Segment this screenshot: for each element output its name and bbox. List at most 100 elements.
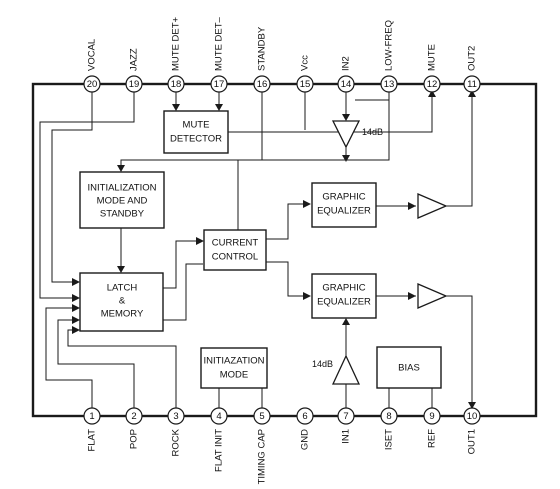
chip-outline [31, 82, 538, 418]
current-control-line1: CURRENT [212, 238, 259, 249]
pin-label: POP [129, 429, 140, 449]
mute-detector-line2: DETECTOR [170, 134, 222, 145]
latch-line3: MEMORY [101, 309, 144, 320]
latch-line1: LATCH [107, 283, 138, 294]
pin-number: 6 [302, 411, 307, 422]
pin-label: Vcc [300, 55, 311, 71]
pin-label: MUTE DET+ [171, 16, 182, 71]
pin-label: OUT1 [467, 429, 478, 454]
pin-label: IN1 [341, 429, 352, 444]
pin-number: 3 [173, 411, 178, 422]
pin-12: 12 MUTE [423, 44, 441, 93]
pin-circle [463, 75, 481, 93]
pin-number: 1 [89, 411, 94, 422]
pin-11: 11 OUT2 [463, 46, 481, 93]
pin-circle [423, 75, 441, 93]
init-standby-line3: STANDBY [100, 209, 145, 220]
geq-top-line1: GRAPHIC [322, 192, 365, 203]
current-control-block: CURRENT CONTROL [203, 229, 267, 271]
pin-label: IN2 [341, 56, 352, 71]
pin-circle [380, 75, 398, 93]
pin-number: 19 [129, 79, 140, 90]
amp-out1 [417, 283, 448, 309]
amp-out2 [417, 193, 448, 219]
mute-detector-block: MUTE DETECTOR [163, 110, 229, 154]
bias-block: BIAS [376, 346, 442, 389]
pin-circle [253, 407, 271, 425]
amp-top-gain: 14dB [362, 127, 383, 137]
pin-number: 11 [467, 79, 477, 90]
init-mode-line1: INITIAZATION [203, 356, 264, 367]
pin-number: 10 [467, 411, 478, 422]
init-standby-line1: INITIALIZATION [88, 183, 157, 194]
amp-top-14db: 14dB [331, 120, 383, 149]
pin-circle [423, 407, 441, 425]
pin-label: ROCK [171, 428, 182, 456]
init-mode-block: INITIAZATION MODE [200, 347, 268, 389]
pin-circle [296, 407, 314, 425]
arrowheads [72, 90, 476, 409]
pin-number: 5 [259, 411, 264, 422]
pin-circle [380, 407, 398, 425]
pin-17: 17 MUTE DET– [210, 16, 228, 93]
init-standby-block: INITIALIZATION MODE AND STANDBY [79, 171, 165, 229]
init-standby-line2: MODE AND [97, 196, 148, 207]
pin-label: MUTE [427, 44, 438, 71]
amp-bottom-14db: 14dB [312, 354, 361, 385]
pin-number: 16 [257, 79, 268, 90]
bias-label: BIAS [398, 363, 420, 374]
geq-bottom-line2: EQUALIZER [317, 297, 371, 308]
pin-circle [337, 75, 355, 93]
pin-number: 17 [214, 79, 225, 90]
pin-label: VOCAL [87, 39, 98, 71]
pin-number: 7 [343, 411, 348, 422]
pin-20: 20 VOCAL [83, 39, 101, 93]
pin-label: JAZZ [129, 48, 140, 71]
latch-line2: & [119, 296, 126, 307]
pin-circle [210, 75, 228, 93]
init-mode-line2: MODE [220, 370, 249, 381]
pin-number: 20 [87, 79, 98, 90]
pin-label: OUT2 [467, 46, 478, 71]
pin-circle [167, 75, 185, 93]
pin-circle [125, 407, 143, 425]
pin-label: REF [427, 429, 438, 448]
pin-number: 14 [341, 79, 352, 90]
pin-14: 14 IN2 [337, 56, 355, 93]
pin-circle [167, 407, 185, 425]
pin-number: 9 [429, 411, 434, 422]
pin-label: ISET [384, 429, 395, 450]
pin-circle [253, 75, 271, 93]
pin-label: MUTE DET– [214, 16, 225, 71]
pin-circle [125, 75, 143, 93]
graphic-equalizer-bottom: GRAPHIC EQUALIZER [311, 273, 377, 319]
pin-number: 13 [384, 79, 395, 90]
geq-bottom-line1: GRAPHIC [322, 283, 365, 294]
pin-number: 12 [427, 79, 438, 90]
pin-19: 19 JAZZ [125, 48, 143, 93]
pin-circle [463, 407, 481, 425]
amp-bottom-gain: 14dB [312, 359, 333, 369]
current-control-line2: CONTROL [212, 252, 258, 263]
pin-number: 8 [386, 411, 391, 422]
pin-circle [296, 75, 314, 93]
pin-label: GND [300, 429, 311, 450]
pin-number: 4 [216, 411, 221, 422]
pin-label: FLAT INIT [214, 429, 225, 472]
pin-label: FLAT [87, 429, 98, 452]
latch-memory-block: LATCH & MEMORY [79, 272, 164, 332]
